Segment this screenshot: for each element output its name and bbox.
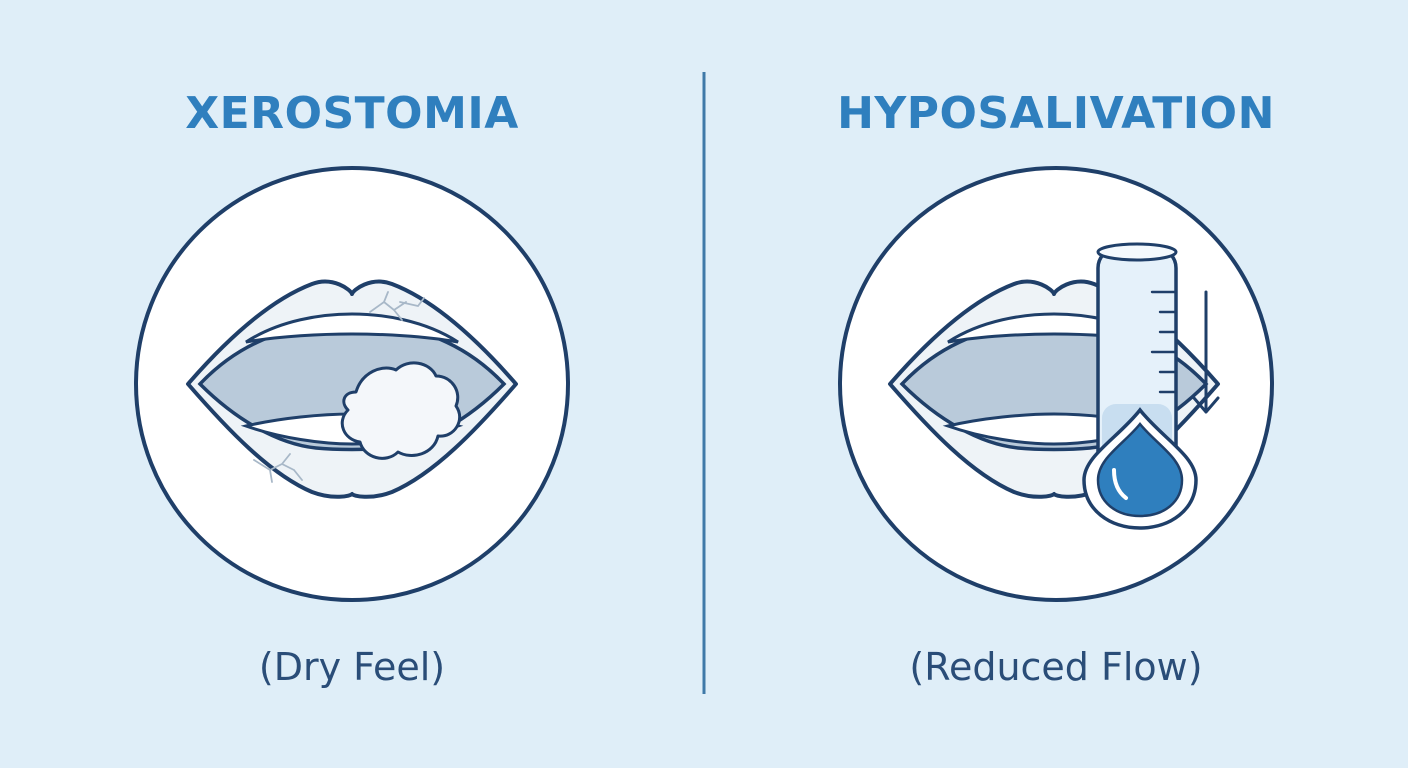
tube-scale-ticks — [1150, 290, 1178, 394]
reduced-flow-icon — [838, 166, 1274, 602]
dry-mouth-icon — [134, 166, 570, 602]
left-title: XEROSTOMIA — [185, 88, 519, 139]
right-title: HYPOSALIVATION — [837, 88, 1275, 139]
lip-crack-marks — [253, 291, 425, 483]
down-arrow-icon — [1192, 290, 1220, 414]
cotton-ball-icon — [340, 361, 462, 460]
tube-top-rim — [1096, 242, 1178, 262]
right-caption: (Reduced Flow) — [909, 645, 1202, 689]
left-caption: (Dry Feel) — [259, 645, 445, 689]
left-upper-teeth — [245, 312, 459, 344]
water-drop-shine — [1112, 468, 1128, 500]
